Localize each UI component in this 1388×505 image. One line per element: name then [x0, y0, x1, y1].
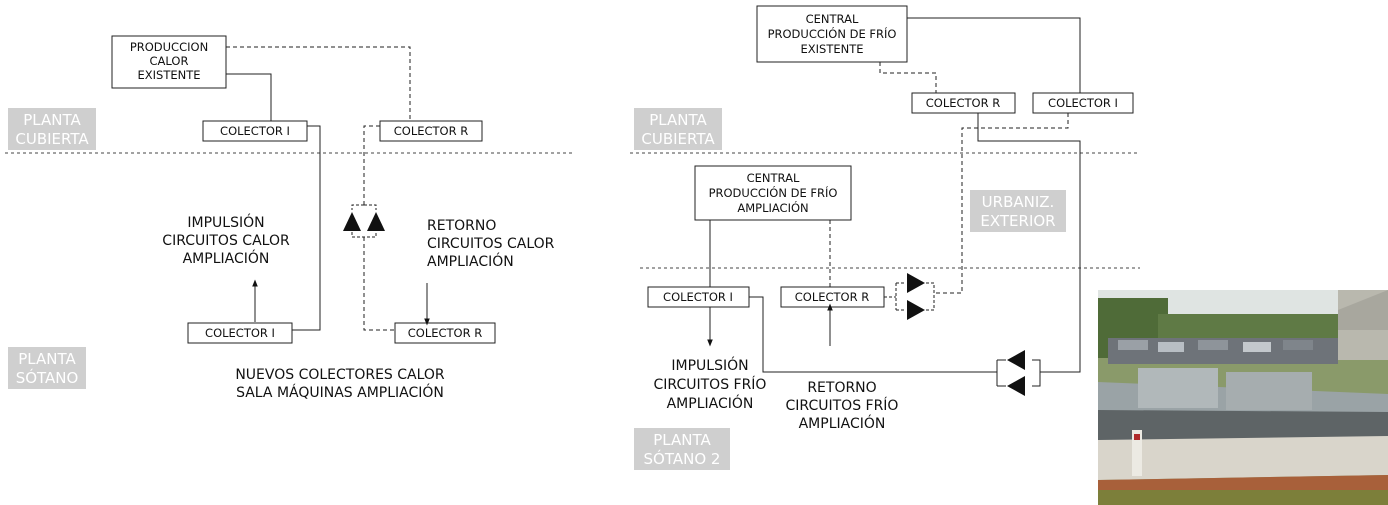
pump-icon-left-b [367, 212, 385, 231]
svg-text:CIRCUITOS FRÍO: CIRCUITOS FRÍO [654, 376, 767, 393]
svg-text:PLANTA: PLANTA [23, 111, 81, 129]
svg-text:CALOR: CALOR [150, 54, 189, 68]
installation-photo [1098, 290, 1388, 505]
svg-text:CIRCUITOS CALOR: CIRCUITOS CALOR [162, 233, 290, 249]
svg-text:RETORNO: RETORNO [807, 380, 876, 396]
svg-text:SÓTANO: SÓTANO [16, 368, 79, 387]
svg-text:COLECTOR R: COLECTOR R [394, 124, 469, 138]
svg-text:CUBIERTA: CUBIERTA [15, 130, 89, 148]
impulsion-label-left: IMPULSIÓN CIRCUITOS CALOR AMPLIACIÓN [162, 213, 290, 267]
collector-i-bottom-right: COLECTOR I [647, 286, 750, 308]
svg-text:PLANTA: PLANTA [649, 111, 707, 129]
pipes-right [709, 17, 1081, 387]
svg-text:RETORNO: RETORNO [427, 218, 496, 234]
floor-label-planta-sotano-2: PLANTA SÓTANO 2 [634, 428, 730, 470]
svg-text:COLECTOR I: COLECTOR I [663, 290, 733, 304]
collector-r-top-left: COLECTOR R [379, 120, 483, 142]
pump-icon-left-a [343, 212, 361, 231]
collector-i-bottom-left: COLECTOR I [187, 322, 293, 344]
svg-text:PLANTA: PLANTA [18, 350, 76, 368]
svg-text:COLECTOR I: COLECTOR I [1048, 96, 1118, 110]
svg-text:IMPULSIÓN: IMPULSIÓN [671, 356, 748, 374]
svg-text:CIRCUITOS FRÍO: CIRCUITOS FRÍO [786, 397, 899, 414]
svg-text:SALA MÁQUINAS AMPLIACIÓN: SALA MÁQUINAS AMPLIACIÓN [236, 383, 444, 401]
svg-text:AMPLIACIÓN: AMPLIACIÓN [799, 414, 886, 432]
svg-text:COLECTOR R: COLECTOR R [408, 326, 483, 340]
collector-r-bottom-right: COLECTOR R [780, 286, 885, 308]
svg-text:PRODUCCIÓN DE FRÍO: PRODUCCIÓN DE FRÍO [768, 26, 897, 41]
floor-label-planta-sotano-left: PLANTA SÓTANO [8, 347, 86, 389]
svg-text:PRODUCCIÓN DE FRÍO: PRODUCCIÓN DE FRÍO [709, 185, 838, 200]
svg-text:EXTERIOR: EXTERIOR [980, 212, 1055, 230]
floor-label-planta-cubierta-left: PLANTA CUBIERTA [8, 108, 96, 150]
svg-text:AMPLIACIÓN: AMPLIACIÓN [427, 252, 514, 270]
svg-text:COLECTOR I: COLECTOR I [220, 124, 290, 138]
retorno-label-left: RETORNO CIRCUITOS CALOR AMPLIACIÓN [427, 218, 555, 270]
svg-text:CENTRAL: CENTRAL [747, 171, 800, 185]
producer-calor-existente-box: PRODUCCION CALOR EXISTENTE [111, 35, 227, 89]
svg-text:COLECTOR I: COLECTOR I [205, 326, 275, 340]
svg-text:EXISTENTE: EXISTENTE [137, 68, 200, 82]
collector-i-top-right: COLECTOR I [1032, 92, 1134, 114]
svg-text:CIRCUITOS CALOR: CIRCUITOS CALOR [427, 236, 555, 252]
svg-text:NUEVOS COLECTORES CALOR: NUEVOS COLECTORES CALOR [235, 367, 445, 383]
svg-text:PRODUCCION: PRODUCCION [130, 40, 208, 54]
svg-text:IMPULSIÓN: IMPULSIÓN [187, 213, 264, 231]
floor-label-planta-cubierta-right: PLANTA CUBIERTA [634, 108, 722, 150]
svg-text:AMPLIACIÓN: AMPLIACIÓN [183, 249, 270, 267]
caption-left: NUEVOS COLECTORES CALOR SALA MÁQUINAS AM… [235, 367, 445, 401]
svg-text:CENTRAL: CENTRAL [806, 12, 859, 26]
pipes-left [226, 46, 411, 331]
collector-i-top-left: COLECTOR I [202, 120, 308, 142]
svg-text:AMPLIACIÓN: AMPLIACIÓN [667, 394, 754, 412]
svg-text:AMPLIACIÓN: AMPLIACIÓN [737, 200, 808, 215]
pump-icon-right-d [1007, 376, 1025, 396]
svg-text:CUBIERTA: CUBIERTA [641, 130, 715, 148]
pump-icon-right-c [1007, 350, 1025, 370]
svg-text:COLECTOR R: COLECTOR R [926, 96, 1001, 110]
retorno-label-right: RETORNO CIRCUITOS FRÍO AMPLIACIÓN [786, 380, 899, 432]
svg-text:SÓTANO 2: SÓTANO 2 [644, 449, 721, 468]
collector-r-bottom-left: COLECTOR R [394, 322, 496, 344]
central-frio-ampliacion-box: CENTRAL PRODUCCIÓN DE FRÍO AMPLIACIÓN [694, 165, 852, 221]
svg-text:EXISTENTE: EXISTENTE [800, 42, 863, 56]
svg-text:PLANTA: PLANTA [653, 431, 711, 449]
impulsion-label-right: IMPULSIÓN CIRCUITOS FRÍO AMPLIACIÓN [654, 356, 767, 412]
collector-r-top-right: COLECTOR R [911, 92, 1016, 114]
central-frio-existente-box: CENTRAL PRODUCCIÓN DE FRÍO EXISTENTE [756, 5, 908, 63]
svg-text:COLECTOR R: COLECTOR R [795, 290, 870, 304]
pump-icon-right-a [907, 273, 925, 293]
svg-text:URBANIZ.: URBANIZ. [982, 193, 1055, 211]
floor-label-urbaniz-exterior: URBANIZ. EXTERIOR [970, 190, 1066, 232]
pump-icon-right-b [907, 300, 925, 320]
